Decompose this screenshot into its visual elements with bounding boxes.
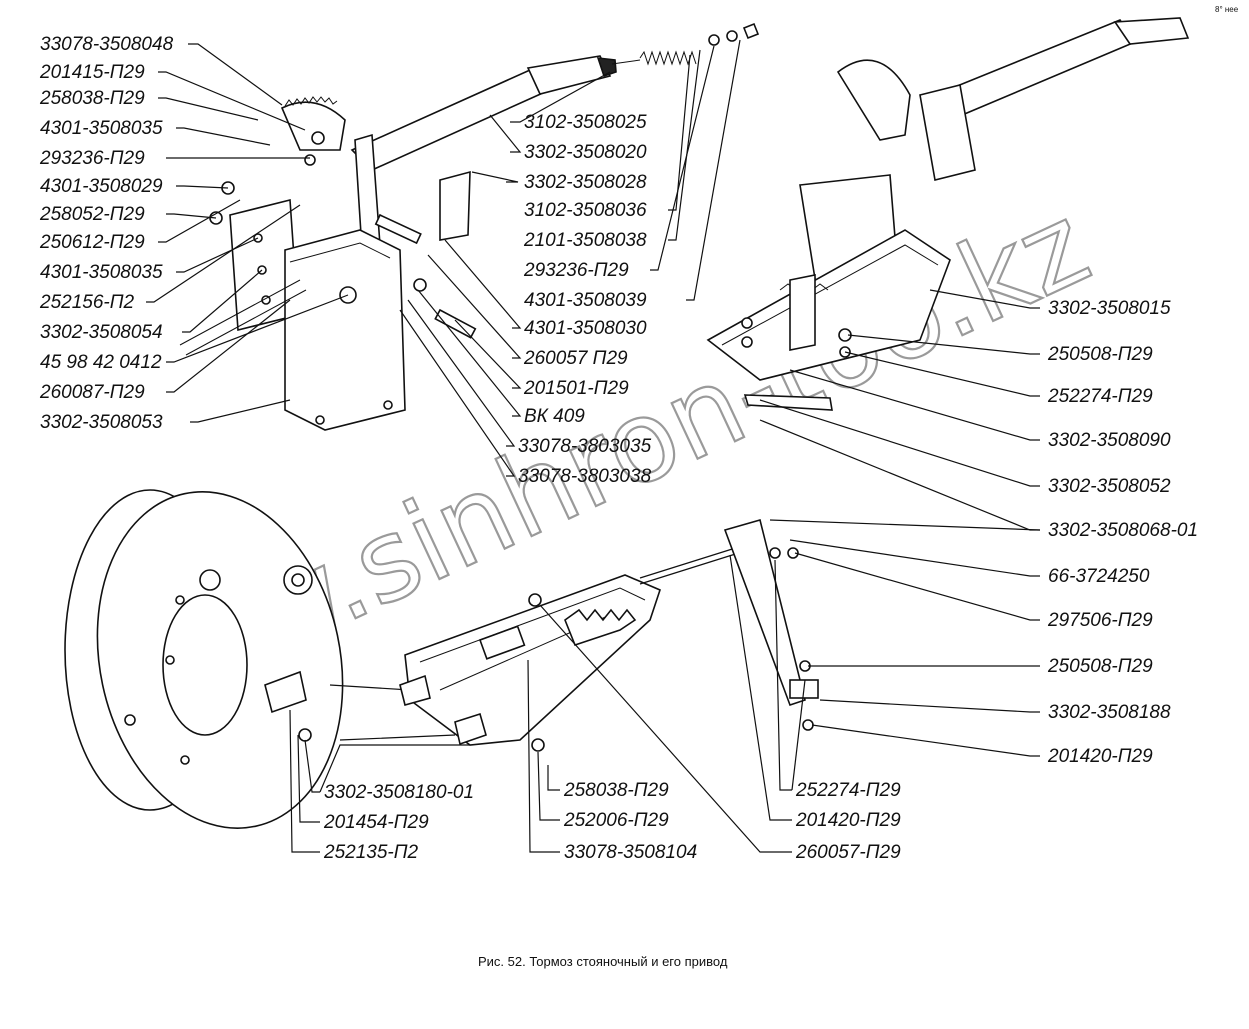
part-label: 3302-3508015	[1048, 298, 1171, 319]
part-label: 252274-П29	[795, 780, 901, 801]
part-label: 4301-3508030	[524, 318, 647, 339]
part-label: 3302-3508028	[524, 172, 647, 193]
part-label: 201420-П29	[795, 810, 901, 831]
part-label: 201454-П29	[323, 812, 429, 833]
part-label: 3102-3508036	[524, 200, 647, 221]
part-label: 250612-П29	[39, 232, 145, 253]
part-label: 250508-П29	[1047, 344, 1153, 365]
part-label: 3302-3508053	[40, 412, 163, 433]
part-label: 293236-П29	[523, 260, 629, 281]
part-label: 201420-П29	[1047, 746, 1153, 767]
part-label: 252006-П29	[563, 810, 669, 831]
part-label: 2101-3508038	[523, 230, 647, 251]
part-label: 258038-П29	[39, 88, 145, 109]
part-label: 33078-3508048	[40, 34, 174, 55]
lever-assembly-right	[706, 17, 1190, 411]
part-label: 4301-3508035	[40, 262, 163, 283]
part-label: 33078-3803038	[518, 466, 652, 487]
cable-equalizer-assembly	[329, 519, 819, 752]
part-label: 4301-3508029	[40, 176, 163, 197]
part-label: 260057 П29	[523, 348, 628, 369]
part-label: 3302-3508090	[1048, 430, 1171, 451]
part-label: 3302-3508068-01	[1048, 520, 1198, 541]
part-label: 66-3724250	[1048, 566, 1150, 587]
part-label: 33078-3508104	[564, 842, 697, 863]
leader-lines	[146, 39, 1041, 853]
part-label: 3302-3508180-01	[324, 782, 474, 803]
part-label: 201415-П29	[39, 62, 145, 83]
lever-assembly-left	[179, 22, 760, 431]
part-label: 260087-П29	[39, 382, 145, 403]
part-label: 201501-П29	[523, 378, 629, 399]
figure-caption: Рис. 52. Тормоз стояночный и его привод	[478, 954, 728, 969]
part-labels: 33078-3508048 201415-П29 258038-П29 4301…	[39, 34, 1198, 863]
part-label: ВК 409	[524, 406, 585, 427]
part-label: 3302-3508052	[1048, 476, 1171, 497]
corner-mark: 8° нее	[1215, 5, 1239, 14]
part-label: 250508-П29	[1047, 656, 1153, 677]
part-label: 45 98 42 0412	[40, 352, 162, 373]
part-label: 33078-3803035	[518, 436, 652, 457]
part-label: 293236-П29	[39, 148, 145, 169]
part-label: 3302-3508054	[40, 322, 163, 343]
part-label: 252156-П2	[39, 292, 134, 313]
part-label: 258052-П29	[39, 204, 145, 225]
part-label: 297506-П29	[1047, 610, 1153, 631]
part-label: 4301-3508035	[40, 118, 163, 139]
part-label: 3302-3508188	[1048, 702, 1171, 723]
part-label: 252274-П29	[1047, 386, 1153, 407]
part-label: 260057-П29	[795, 842, 901, 863]
brake-backing-plate	[64, 489, 344, 829]
part-label: 258038-П29	[563, 780, 669, 801]
part-label: 4301-3508039	[524, 290, 647, 311]
part-label: 3302-3508020	[524, 142, 647, 163]
part-label: 3102-3508025	[524, 112, 647, 133]
part-label: 252135-П2	[323, 842, 418, 863]
